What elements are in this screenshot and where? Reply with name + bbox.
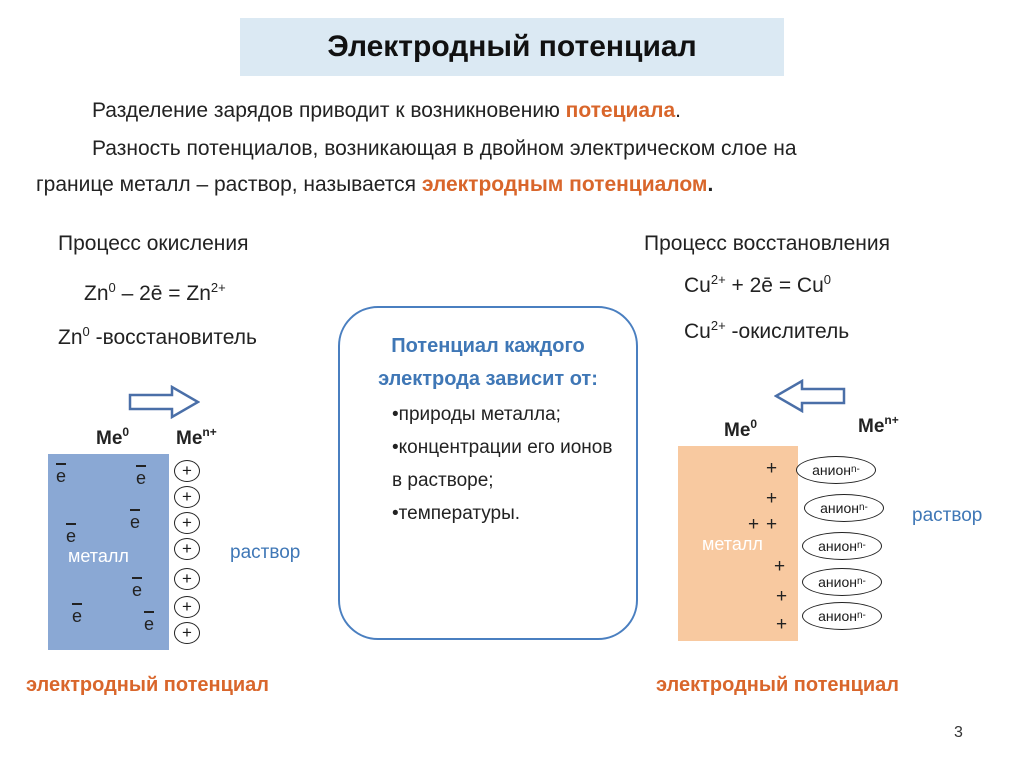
solution-label-right: раствор [912, 505, 983, 526]
electron: е [130, 509, 141, 533]
plus-charge: + [766, 514, 778, 535]
reducer-label: Zn0 -восстановитель [58, 324, 257, 349]
anion-oval: анион n- [802, 602, 882, 630]
metal-block-left: е е е е металл е е е [48, 454, 169, 650]
me0-label-left: Me0 [96, 425, 130, 449]
dependency-heading: Потенциал каждого электрода зависит от: [378, 335, 598, 390]
highlight-electrode-potential: электродным потенциалом [421, 173, 708, 196]
intro-paragraph-2-line-2: границе металл – раствор, называется эле… [36, 173, 714, 196]
cation-plus: + [174, 460, 200, 482]
plus-charge: + [776, 614, 788, 635]
anion-oval: анион n- [804, 494, 884, 522]
cation-plus: + [174, 486, 200, 508]
cation-plus: + [174, 512, 200, 534]
reduction-heading: Процесс восстановления [644, 232, 891, 255]
plus-charge: + [776, 586, 788, 607]
dependency-item: •температуры. [392, 503, 521, 524]
cation-plus: + [174, 622, 200, 644]
electron: е [132, 577, 143, 601]
metal-label-left: металл [68, 546, 129, 566]
metal-block-right: металл + + + + + + + [678, 446, 798, 641]
oxidation-equation: Zn0 – 2ē = Zn2+ [84, 280, 226, 305]
reduction-equation: Cu2+ + 2ē = Cu0 [684, 272, 831, 297]
electrode-potential-label-right: электродный потенциал [656, 674, 900, 696]
electron: е [66, 523, 77, 547]
metal-label-right: металл [702, 534, 763, 554]
intro-paragraph-2-line-1: Разность потенциалов, возникающая в двой… [92, 137, 797, 160]
men-label-right: Men+ [858, 413, 899, 437]
solution-label-left: раствор [230, 542, 301, 563]
electron: е [144, 611, 155, 635]
me0-label-right: Me0 [724, 417, 758, 441]
cation-plus: + [174, 568, 200, 590]
electrode-potential-label-left: электродный потенциал [26, 674, 270, 696]
plus-charge: + [774, 556, 786, 577]
plus-charge: + [748, 514, 760, 535]
page-number: 3 [954, 724, 963, 741]
anion-oval: анион n- [802, 568, 882, 596]
right-arrow-icon [128, 385, 200, 419]
highlight-potential: потециала [565, 99, 676, 122]
plus-charge: + [766, 458, 778, 479]
electron: е [136, 465, 147, 489]
dependency-item: •концентрации его ионов в растворе; [392, 437, 613, 491]
cation-plus: + [174, 596, 200, 618]
cation-plus: + [174, 538, 200, 560]
page-title: Электродный потенциал [240, 18, 784, 76]
dependency-box: Потенциал каждого электрода зависит от: … [338, 306, 638, 640]
anion-oval: анион n- [802, 532, 882, 560]
plus-charge: + [766, 488, 778, 509]
anion-oval: анион n- [796, 456, 876, 484]
intro-paragraph-1: Разделение зарядов приводит к возникнове… [92, 99, 681, 122]
oxidation-heading: Процесс окисления [58, 232, 249, 255]
dependency-item: •природы металла; [392, 404, 561, 425]
men-label-left: Men+ [176, 425, 217, 449]
electron: е [72, 603, 83, 627]
left-arrow-icon [774, 379, 846, 413]
oxidizer-label: Cu2+ -окислитель [684, 318, 850, 343]
electron: е [56, 463, 67, 487]
